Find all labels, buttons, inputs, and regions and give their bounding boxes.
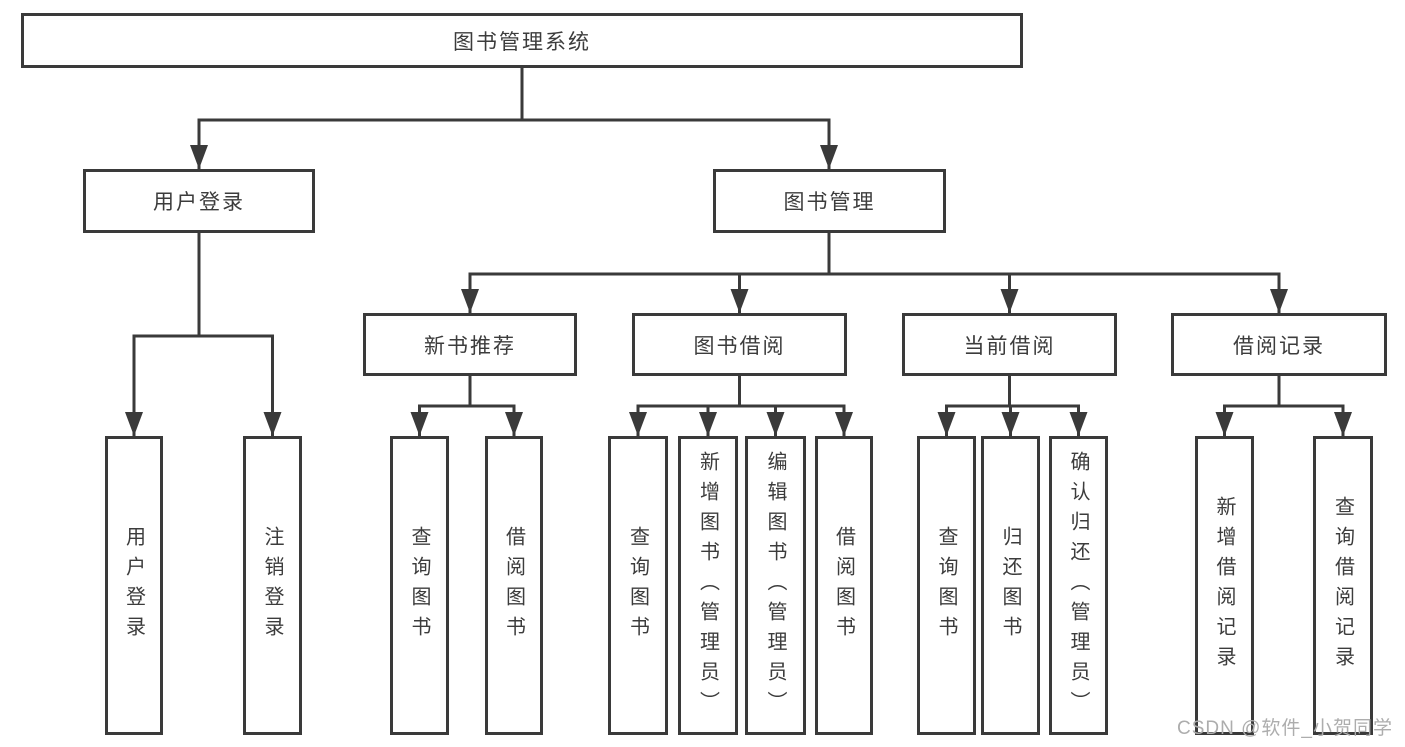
node-borrow-records: 借阅记录 — [1171, 313, 1387, 376]
node-library-management-system: 图书管理系统 — [21, 13, 1023, 68]
leaf-query-books-borrow: 查询图书 — [608, 436, 668, 735]
leaf-query-books-recommend: 查询图书 — [390, 436, 449, 735]
connectors-current-borrow-to-children — [937, 376, 1088, 436]
node-current-borrow: 当前借阅 — [902, 313, 1117, 376]
leaf-logout: 注销登录 — [243, 436, 302, 735]
node-user-login: 用户登录 — [83, 169, 315, 233]
leaf-edit-book-admin: 编辑图书（管理员） — [745, 436, 806, 735]
leaf-return-books: 归还图书 — [981, 436, 1040, 735]
leaf-borrow-books: 借阅图书 — [815, 436, 873, 735]
leaf-user-login: 用户登录 — [105, 436, 163, 735]
leaf-query-books-current: 查询图书 — [917, 436, 976, 735]
node-new-book-recommend: 新书推荐 — [363, 313, 577, 376]
leaf-add-book-admin: 新增图书（管理员） — [678, 436, 738, 735]
connectors-user-login-to-children — [125, 233, 282, 436]
node-book-management: 图书管理 — [713, 169, 946, 233]
node-book-borrow: 图书借阅 — [632, 313, 847, 376]
leaf-confirm-return-admin: 确认归还（管理员） — [1049, 436, 1108, 735]
connectors-borrow-records-to-children — [1215, 376, 1352, 436]
connectors-new-book-recommend-to-children — [410, 376, 523, 436]
connectors-book-management-to-level3 — [461, 233, 1288, 313]
connectors-book-borrow-to-children — [629, 376, 853, 436]
leaf-borrow-books-recommend: 借阅图书 — [485, 436, 543, 735]
leaf-query-borrow-record: 查询借阅记录 — [1313, 436, 1373, 735]
connectors-root-to-level2 — [190, 68, 838, 169]
csdn-watermark: CSDN @软件_小贺同学 — [1177, 718, 1393, 739]
leaf-add-borrow-record: 新增借阅记录 — [1195, 436, 1254, 735]
